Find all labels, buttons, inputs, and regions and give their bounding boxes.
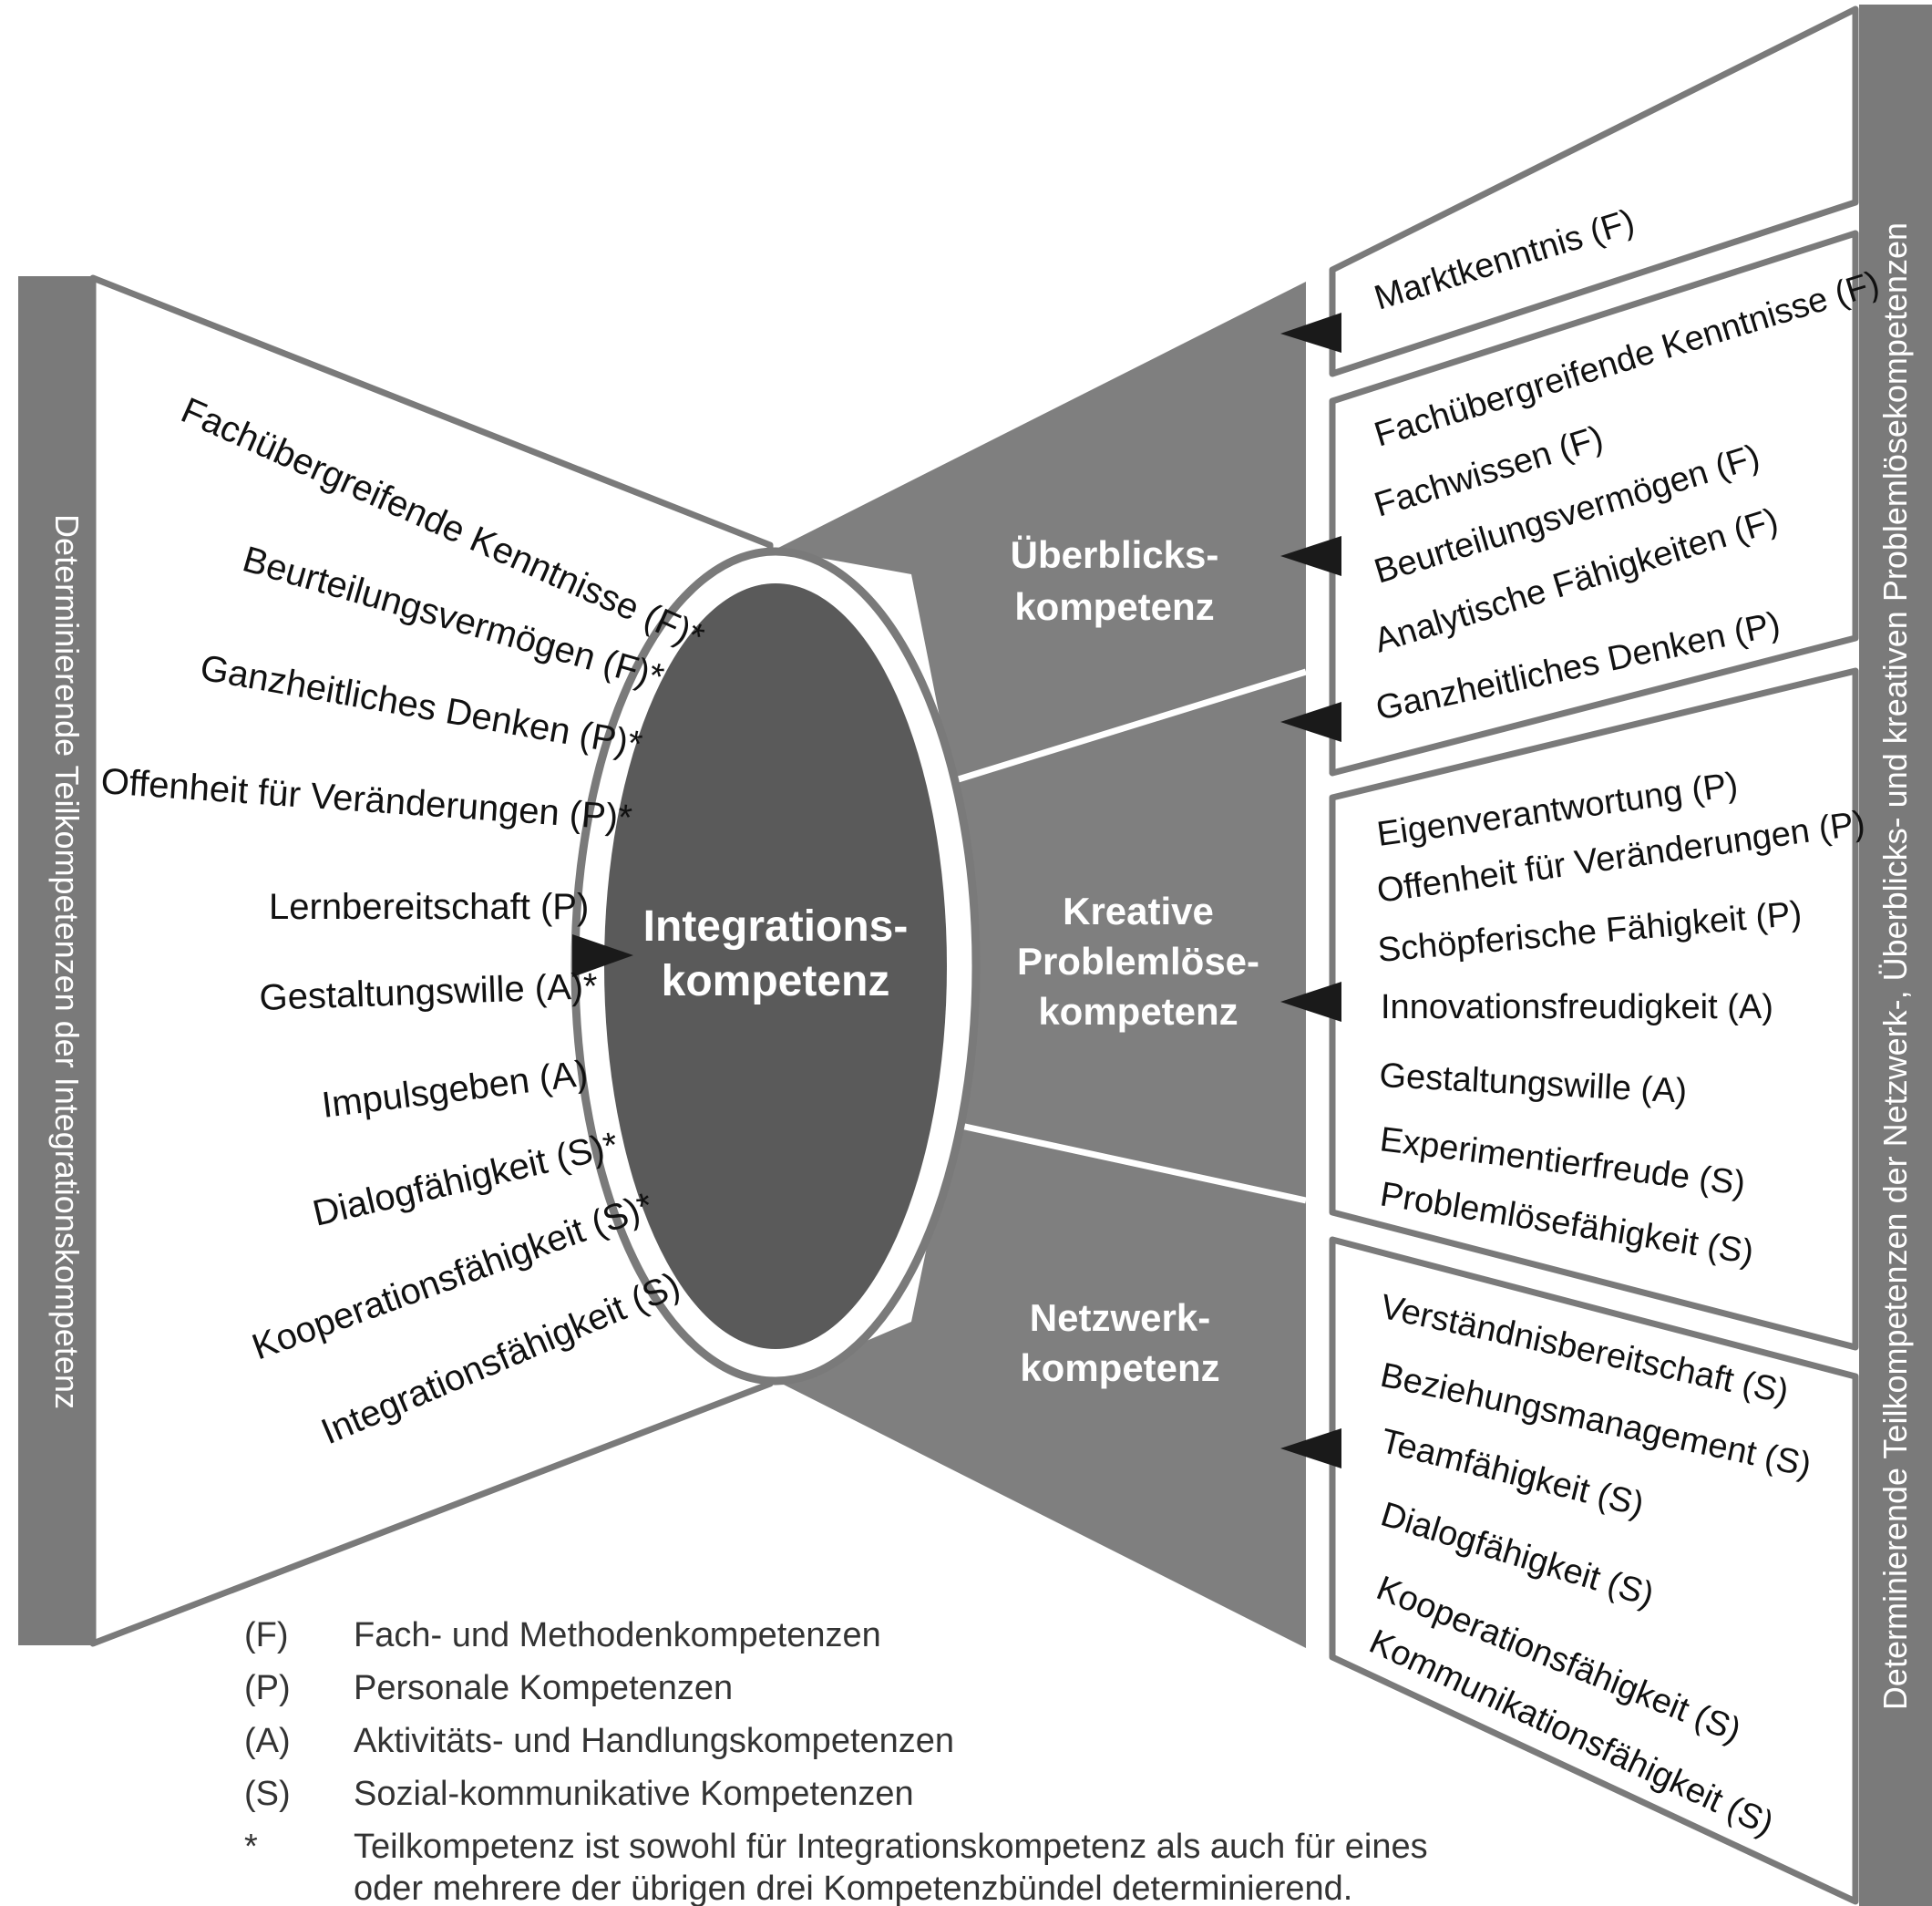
center-title-line1: Integrations- <box>643 902 909 951</box>
left-bar-label: Determinierende Teilkompetenzen der Inte… <box>48 514 86 1409</box>
bundle-ueberblick <box>775 282 1306 781</box>
bundle-netzwerk <box>775 1124 1306 1648</box>
arrow-netzwerk <box>1280 1428 1341 1468</box>
arrow-ueberblick-2 <box>1280 702 1341 742</box>
bundle-ueberblick-line1: Überblicks- <box>1011 533 1219 576</box>
right-bar-label: Determinierende Teilkompetenzen der Netz… <box>1876 222 1914 1710</box>
bundle-kreativ-line3: kompetenz <box>1038 990 1238 1033</box>
legend-key: (A) <box>244 1722 291 1760</box>
left-arrow <box>572 934 633 977</box>
separator-1 <box>951 668 1308 785</box>
bundle-netzwerk-line2: kompetenz <box>1020 1346 1219 1389</box>
legend-text: oder mehrere der übrigen drei Kompetenzb… <box>354 1870 1352 1906</box>
box-ueberblick <box>1329 230 1859 777</box>
bundle-ueberblick-line2: kompetenz <box>1014 585 1214 628</box>
legend-text: Aktivitäts- und Handlungskompetenzen <box>354 1722 954 1760</box>
box-kreativ <box>1329 667 1859 1351</box>
right-bar <box>1859 5 1932 1906</box>
legend-key: (P) <box>244 1669 291 1707</box>
arrow-ueberblick <box>1280 536 1341 576</box>
center-ellipse <box>604 583 947 1349</box>
bundle-kreativ <box>952 672 1306 1200</box>
arrow-markt <box>1280 313 1341 353</box>
legend-text: Sozial-kommunikative Kompetenzen <box>354 1775 914 1813</box>
legend-text: Personale Kompetenzen <box>354 1669 733 1707</box>
box-netzwerk <box>1329 1236 1859 1905</box>
left-item: Lernbereitschaft (P) <box>269 887 589 927</box>
legend-text: Teilkompetenz ist sowohl für Integration… <box>354 1828 1428 1866</box>
bundle-kreativ-line1: Kreative <box>1063 890 1214 932</box>
legend-key: (F) <box>244 1616 289 1654</box>
bundle-kreativ-line2: Problemlöse- <box>1017 940 1259 983</box>
right-item: Innovationsfreudigkeit (A) <box>1381 988 1773 1026</box>
legend-key: * <box>244 1828 258 1866</box>
legend-key: (S) <box>244 1775 291 1813</box>
legend-text: Fach- und Methodenkompetenzen <box>354 1616 881 1654</box>
legend: (F) Fach- und Methodenkompetenzen (P) Pe… <box>244 1616 1428 1906</box>
separator-2 <box>951 1120 1307 1204</box>
bundle-netzwerk-line1: Netzwerk- <box>1030 1296 1210 1339</box>
left-bar <box>18 276 93 1645</box>
arrow-kreativ <box>1280 982 1341 1022</box>
center-title-line2: kompetenz <box>662 957 890 1005</box>
